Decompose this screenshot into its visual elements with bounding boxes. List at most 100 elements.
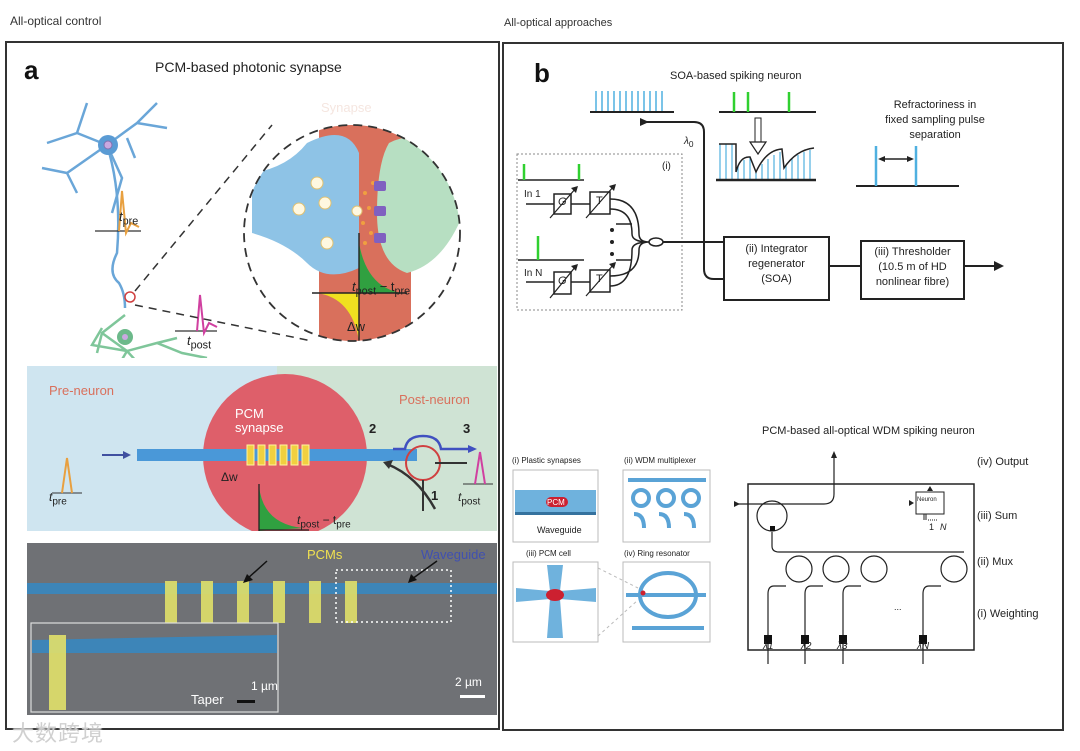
pcm-cells: [246, 444, 310, 466]
wdm-component-insets: [512, 469, 711, 643]
pcm-synapse-label-line2: synapse: [235, 420, 284, 435]
post-spike: [196, 294, 218, 337]
input-pulse: [61, 457, 73, 494]
pcm-tag: PCM: [547, 498, 565, 507]
output-waveguide: [734, 456, 835, 505]
pcm-synapse-label-line1: PCM: [235, 406, 264, 421]
integrator-label-line1: (ii) Integrator: [745, 243, 808, 255]
presynaptic-terminal: [252, 135, 359, 275]
signal-combiner: [609, 198, 650, 287]
integrator-label-line2: regenerator: [748, 258, 805, 270]
integrated-pulse-train: [719, 144, 811, 180]
input-n-label: In N: [524, 268, 543, 279]
mux-stage-label: (ii) Mux: [977, 556, 1014, 568]
section-label-all-optical-control: All-optical control: [10, 14, 102, 28]
lambda0-label: λ0: [684, 136, 694, 149]
neuron-box-label: Neuron: [917, 497, 937, 503]
refractory-label-line1: Refractoriness in: [893, 99, 977, 111]
ellipsis-label: ...: [894, 602, 902, 612]
gain-label-1: G: [558, 196, 567, 208]
waveguide-tag: Waveguide: [537, 525, 582, 535]
soa-neuron-diagram: [516, 91, 1004, 311]
integrator-regenerator-box: [723, 236, 830, 301]
input-t-pre-label: tpre: [49, 490, 67, 508]
synapse-label: Synapse: [321, 100, 372, 115]
pcm-delta-w-label: Δw: [221, 470, 238, 484]
input-block-i: [516, 153, 683, 311]
zoom-line-upper: [134, 124, 273, 292]
taper-label: Taper: [191, 692, 224, 707]
pre-neuron-label: Pre-neuron: [49, 383, 115, 398]
zoom-region-box: [335, 569, 452, 623]
synapse-zoom-circle: [243, 124, 461, 342]
refractory-label-line2: fixed sampling pulse: [885, 114, 985, 126]
scale-bar-1um: [237, 700, 255, 703]
output-stage-label: (iv) Output: [977, 456, 1029, 468]
output-t-post-label: tpost: [458, 490, 481, 508]
thresholder-label-line1: (iii) Thresholder: [874, 246, 951, 258]
port-3-label: 3: [463, 421, 471, 436]
wdm-neuron-title: PCM-based all-optical WDM spiking neuron: [762, 425, 975, 437]
pre-neuron-cell: [41, 102, 168, 309]
photonic-synapse-schematic: [27, 366, 497, 531]
lambda-n-label: λN: [917, 641, 930, 652]
pre-spike: [118, 190, 140, 237]
stdp-axis-label: tpost − tpre: [352, 279, 411, 298]
sem-micrograph: [27, 543, 497, 715]
bus-waveguide: [771, 532, 964, 553]
plastic-synapses-label: (i) Plastic synapses: [512, 456, 581, 465]
photonic-waveguide: [137, 449, 417, 461]
scale-1um-label: 1 µm: [251, 679, 278, 693]
wdm-neuron-frame: [747, 483, 975, 651]
stdp-positive-lobe: [359, 243, 402, 293]
down-arrow: [748, 141, 768, 156]
ring-resonator-label: (iv) Ring resonator: [624, 549, 690, 558]
gain-label-n: G: [558, 275, 567, 287]
neuron-icon-box: [915, 491, 945, 515]
weighting-stage-label: (i) Weighting: [977, 608, 1039, 620]
thresholder-label-line3: nonlinear fibre): [875, 276, 950, 288]
thresholder-box: [860, 240, 965, 300]
delay-label-1: T: [596, 195, 603, 207]
pcm-stdp-curve: [259, 486, 303, 531]
mux-rings: [767, 555, 968, 664]
photonic-synapse-title: PCM-based photonic synapse: [155, 59, 342, 75]
integrator-envelope: [719, 143, 815, 174]
neuron-input-1-label: 1: [929, 522, 935, 532]
weighting-elements: [764, 635, 927, 644]
waveguide-label: Waveguide: [421, 547, 486, 562]
panel-a: a PCM-based photonic synapse: [5, 41, 500, 730]
lambda-3-label: λ3: [837, 641, 848, 652]
drop-path: [393, 434, 473, 451]
feedback-arrow: [386, 462, 437, 510]
input-1-label: In 1: [524, 189, 541, 200]
t-pre-label: tpre: [119, 209, 139, 228]
watermark: 大数跨境: [12, 722, 105, 747]
section-label-all-optical-approaches: All-optical approaches: [504, 17, 613, 29]
pcm-stdp-axis-label: tpost − tpre: [297, 513, 351, 531]
synapse-zoom-content: [252, 125, 460, 341]
t-post-label: tpost: [187, 333, 212, 352]
port-2-label: 2: [369, 421, 377, 436]
pcms-label: PCMs: [307, 547, 343, 562]
port-1-label: 1: [431, 488, 439, 503]
wdm-neuron-schematic: [734, 451, 975, 664]
wdm-mux-label: (ii) WDM multiplexer: [624, 456, 696, 465]
lambda-1-label: λ1: [763, 641, 774, 652]
delay-label-n: T: [596, 273, 603, 285]
input-spikes: [732, 92, 791, 112]
pcm-patch: [546, 497, 568, 507]
output-pulse: [474, 451, 486, 485]
panel-letter-b: b: [534, 58, 550, 88]
post-neuron-label: Post-neuron: [399, 392, 470, 407]
post-neuron-cell: [90, 314, 208, 358]
thresholder-label-line2: (10.5 m of HD: [878, 261, 947, 273]
soa-neuron-title: SOA-based spiking neuron: [670, 70, 802, 82]
stdp-negative-lobe: [317, 293, 359, 341]
scale-2um-label: 2 µm: [455, 675, 482, 689]
block-i-label: (i): [662, 161, 671, 172]
postsynaptic-terminal: [377, 137, 460, 273]
output-arrow: [994, 261, 1004, 271]
sem-pcm-pads: [165, 581, 357, 623]
scale-bar-2um: [460, 695, 485, 698]
